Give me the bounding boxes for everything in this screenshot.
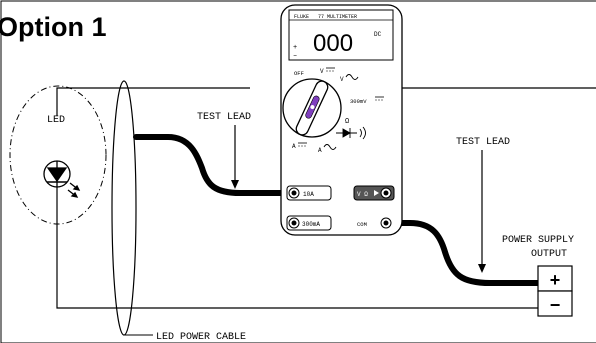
svg-text:A: A xyxy=(318,147,322,154)
dial-label-off: OFF xyxy=(294,70,304,77)
multimeter-model: 77 MULTIMETER xyxy=(318,14,357,20)
display-sign-plus: + xyxy=(293,44,297,52)
power-supply-minus-terminal xyxy=(537,290,573,317)
dial-label-300mv: 300mV xyxy=(350,96,384,105)
jack-10a[interactable]: 10A xyxy=(286,185,332,201)
svg-text:300mV: 300mV xyxy=(350,98,367,105)
led-symbol xyxy=(43,160,81,198)
multimeter-brand: FLUKE xyxy=(294,14,309,20)
led-triangle xyxy=(46,167,68,183)
plus-sign: + xyxy=(550,270,561,290)
svg-text:A: A xyxy=(292,143,296,150)
led-power-cable-label: LED POWER CABLE xyxy=(156,332,246,343)
multimeter: FLUKE 77 MULTIMETER 000 DC + – OFF V V 3… xyxy=(280,4,403,236)
test-lead-right-label: TEST LEAD xyxy=(456,137,510,148)
dial-label-a-dc: A xyxy=(292,142,307,150)
dial-label-v-dc: V xyxy=(320,67,335,75)
test-lead-right xyxy=(387,220,541,286)
multimeter-display xyxy=(288,9,394,61)
jack-300ma[interactable]: 300mA xyxy=(286,215,332,231)
diode-continuity-icon xyxy=(336,126,366,140)
svg-text:COM: COM xyxy=(357,221,367,228)
display-sign-minus: – xyxy=(293,52,297,60)
led-label: LED xyxy=(47,115,65,126)
jack-volt-ohm[interactable]: V Ω xyxy=(353,185,395,201)
svg-text:V: V xyxy=(340,76,344,83)
rotary-selector-dial[interactable] xyxy=(282,78,342,138)
power-supply-label-2: OUTPUT xyxy=(531,249,567,260)
svg-text:V Ω: V Ω xyxy=(357,191,368,198)
dial-label-a-ac: A xyxy=(318,144,337,154)
multimeter-body xyxy=(280,4,403,236)
dial-label-ohm: Ω xyxy=(345,118,349,126)
power-supply-output: + − xyxy=(537,265,573,317)
svg-text:V: V xyxy=(320,68,324,75)
display-mode: DC xyxy=(374,31,382,38)
jack-com[interactable]: COM xyxy=(357,217,392,229)
led-outline xyxy=(9,85,107,225)
dial-label-v-ac: V xyxy=(340,74,359,83)
wire-led-top xyxy=(56,87,250,116)
test-lead-left-label: TEST LEAD xyxy=(197,112,251,123)
svg-text:300mA: 300mA xyxy=(302,221,320,228)
led-power-cable-band xyxy=(111,80,137,336)
svg-text:10A: 10A xyxy=(303,191,314,198)
minus-sign: − xyxy=(550,295,561,315)
wire-led-bottom xyxy=(56,187,541,309)
power-supply-label-1: POWER SUPPLY xyxy=(502,235,574,246)
display-reading: 000 xyxy=(313,30,353,57)
test-lead-left xyxy=(133,134,292,196)
diagram-title: Option 1 xyxy=(0,12,107,42)
